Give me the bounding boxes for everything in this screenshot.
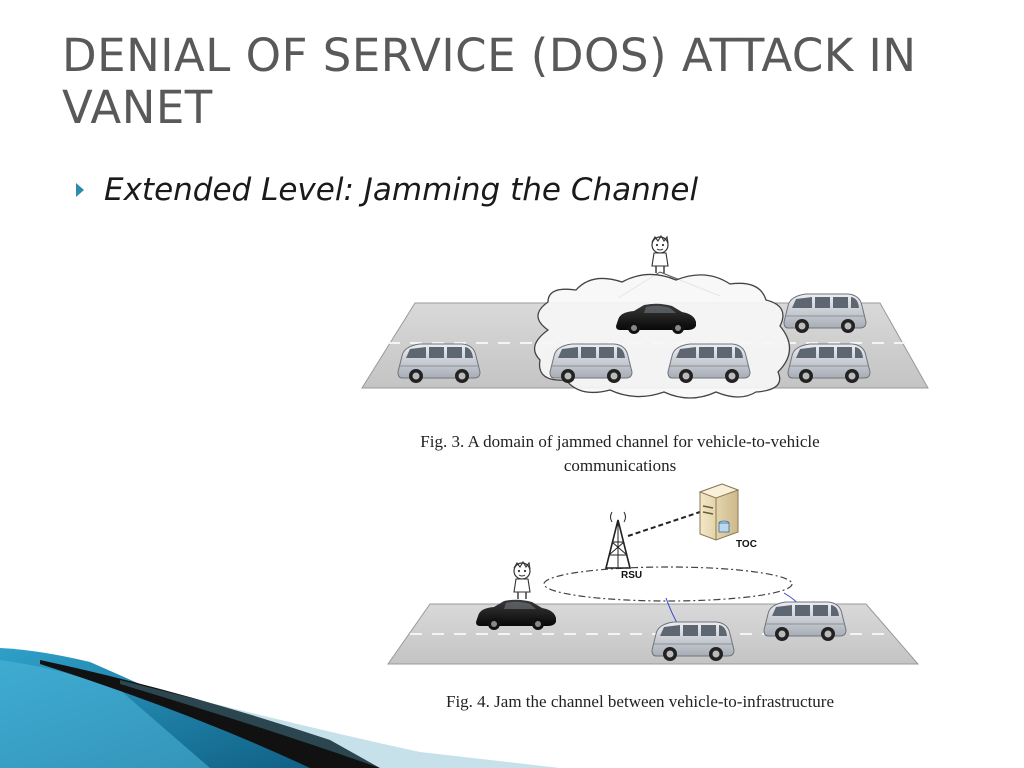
minivan-icon xyxy=(783,293,867,334)
toc-server-icon xyxy=(698,483,740,541)
minivan-icon xyxy=(763,601,847,642)
attacker-icon xyxy=(513,561,531,600)
minivan-icon xyxy=(667,343,751,384)
slide-title: DENIAL OF SERVICE (DOS) ATTACK IN VANET xyxy=(62,29,917,134)
attacker-icon xyxy=(651,235,669,274)
figure-4: RSU TOC xyxy=(387,483,920,665)
toc-label: TOC xyxy=(736,539,757,550)
figure-4-caption: Fig. 4. Jam the channel between vehicle-… xyxy=(445,692,835,711)
minivan-icon xyxy=(787,343,871,384)
triangle-bullet-icon xyxy=(76,183,84,197)
caption-line: communications xyxy=(563,456,677,475)
minivan-icon xyxy=(549,343,633,384)
figure-3 xyxy=(361,235,929,399)
rsu-label: RSU xyxy=(621,570,642,581)
jamming-range-ellipse xyxy=(543,566,793,602)
minivan-icon xyxy=(397,343,481,384)
bullet-text: Extended Level: Jamming the Channel xyxy=(104,172,699,208)
bullet-item: Extended Level: Jamming the Channel xyxy=(76,170,698,210)
minivan-icon xyxy=(651,621,735,662)
decorative-swoosh xyxy=(0,648,560,768)
caption-line: Fig. 3. A domain of jammed channel for v… xyxy=(420,432,820,451)
rsu-tower-icon xyxy=(604,511,632,569)
figure-3-caption: Fig. 3. A domain of jammed channel for v… xyxy=(360,430,880,478)
backhaul-link xyxy=(627,511,701,537)
